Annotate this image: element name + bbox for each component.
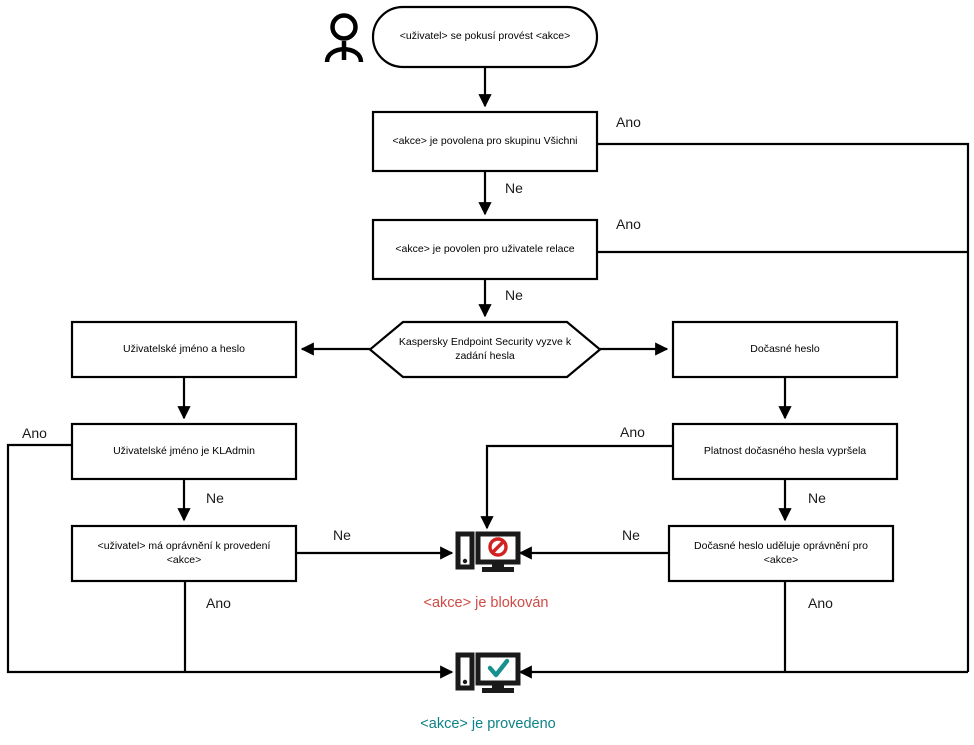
- edge-label-yes-grants: Ano: [808, 595, 833, 611]
- node-temp-password-expired-shape: [671, 422, 899, 481]
- edge-label-yes-session-user: Ano: [616, 216, 641, 232]
- node-temp-password-grants-shape: [667, 524, 895, 583]
- edge-label-yes-all-group: Ano: [616, 114, 641, 130]
- edge-allgroup-yes: [597, 142, 970, 672]
- node-username-password-shape: [70, 320, 298, 379]
- edge-kladmin-yes: [6, 443, 185, 674]
- edge-label-yes-expired: Ano: [620, 424, 645, 440]
- edge-label-yes-permission: Ano: [206, 595, 231, 611]
- outcome-done-label: <akce> je provedeno: [420, 716, 556, 732]
- edge-label-no-kladmin: Ne: [206, 490, 224, 506]
- actor-user-icon: [324, 13, 364, 63]
- edge-label-no-grants: Ne: [622, 527, 640, 543]
- outcome-blocked-label: <akce> je blokován: [423, 595, 549, 611]
- edge-label-no-session-user: Ne: [505, 287, 523, 303]
- node-prompt-password-shape: [368, 320, 602, 379]
- edge-label-yes-kladmin: Ano: [22, 425, 47, 441]
- edge-expired-yes-to-blocked: [480, 444, 673, 530]
- node-check-session-user-shape: [371, 218, 599, 281]
- connector-lines: [6, 67, 970, 679]
- node-temp-password-shape: [671, 320, 899, 379]
- outcome-blocked-icon: [455, 531, 521, 572]
- edge-label-no-permission: Ne: [333, 527, 351, 543]
- outcome-done-icon: [455, 652, 521, 693]
- node-user-has-permission-shape: [70, 524, 298, 583]
- node-is-kladmin-shape: [70, 422, 298, 481]
- node-check-all-group-shape: [371, 110, 599, 173]
- edge-label-no-all-group: Ne: [505, 180, 523, 196]
- node-start-shape: [371, 5, 599, 69]
- edge-label-no-expired: Ne: [808, 490, 826, 506]
